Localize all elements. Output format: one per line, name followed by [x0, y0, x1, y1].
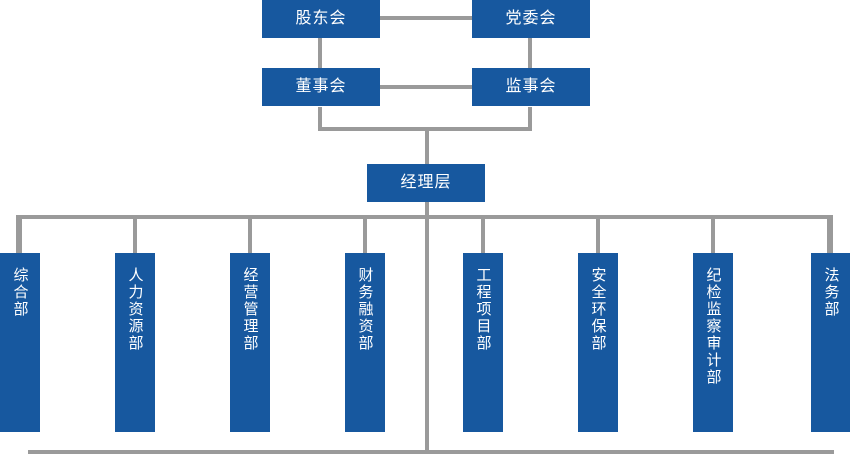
- connector-drop-dept-6: [596, 215, 600, 253]
- node-board-of-directors[interactable]: 董事会: [262, 68, 380, 106]
- node-department-label: 经营管理部: [241, 267, 259, 352]
- connector-board-to-supervisors: [380, 85, 472, 89]
- node-management-layer-label: 经理层: [400, 173, 452, 191]
- node-department-human-resources[interactable]: 人力资源部: [115, 253, 155, 432]
- node-department-label: 综合部: [11, 267, 29, 318]
- node-department-label: 法务部: [822, 267, 840, 318]
- node-department-engineering-project[interactable]: 工程项目部: [463, 253, 503, 432]
- node-shareholders-meeting[interactable]: 股东会: [262, 0, 380, 38]
- connector-party-to-supervisors: [528, 37, 532, 68]
- node-department-label: 安全环保部: [589, 267, 607, 352]
- node-department-label: 工程项目部: [474, 267, 492, 352]
- connector-supervisors-drop: [528, 107, 532, 131]
- connector-shareholders-to-party: [380, 16, 472, 20]
- node-management-layer[interactable]: 经理层: [367, 164, 485, 202]
- node-party-committee-label: 党委会: [505, 9, 557, 27]
- connector-drop-dept-4: [363, 215, 367, 253]
- node-department-label: 纪检监察审计部: [704, 267, 722, 386]
- connector-drop-dept-8: [829, 215, 833, 253]
- connector-drop-dept-5: [481, 215, 485, 253]
- connector-management-spine: [425, 202, 429, 452]
- node-board-of-directors-label: 董事会: [295, 77, 347, 95]
- node-department-finance-and-financing[interactable]: 财务融资部: [345, 253, 385, 432]
- node-department-business-management[interactable]: 经营管理部: [230, 253, 270, 432]
- connector-drop-dept-7: [711, 215, 715, 253]
- connector-drop-dept-2: [133, 215, 137, 253]
- node-department-label: 人力资源部: [126, 267, 144, 352]
- node-department-discipline-inspection-audit[interactable]: 纪检监察审计部: [693, 253, 733, 432]
- connector-department-bus: [16, 215, 831, 219]
- node-department-general-affairs[interactable]: 综合部: [0, 253, 40, 432]
- node-department-safety-and-environment[interactable]: 安全环保部: [578, 253, 618, 432]
- connector-drop-dept-3: [248, 215, 252, 253]
- node-board-of-supervisors[interactable]: 监事会: [472, 68, 590, 106]
- node-party-committee[interactable]: 党委会: [472, 0, 590, 38]
- node-shareholders-meeting-label: 股东会: [295, 9, 347, 27]
- connector-board-drop: [318, 107, 322, 131]
- connector-drop-dept-1: [18, 215, 22, 253]
- connector-baseline: [28, 450, 834, 454]
- node-department-legal-affairs[interactable]: 法务部: [811, 253, 850, 432]
- connector-bridge-to-management: [425, 127, 429, 164]
- connector-shareholders-to-board: [318, 37, 322, 68]
- node-department-label: 财务融资部: [356, 267, 374, 352]
- node-board-of-supervisors-label: 监事会: [505, 77, 557, 95]
